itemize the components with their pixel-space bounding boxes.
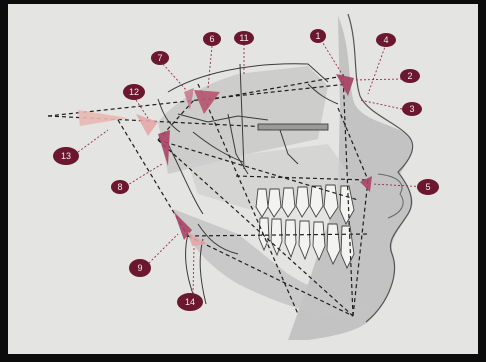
ruler-bar — [258, 124, 328, 130]
marker-14-label: 14 — [185, 297, 195, 307]
angle-highlight-13 — [78, 110, 128, 126]
marker-1: 1 — [310, 29, 326, 43]
marker-8: 8 — [111, 180, 129, 194]
angle-highlight-8 — [158, 130, 170, 166]
marker-13: 13 — [53, 147, 79, 165]
marker-5-label: 5 — [425, 182, 430, 192]
marker-6: 6 — [203, 32, 221, 46]
marker-9: 9 — [129, 259, 151, 277]
marker-13-label: 13 — [61, 151, 71, 161]
marker-9-label: 9 — [137, 263, 142, 273]
marker-3-label: 3 — [409, 104, 414, 114]
marker-11: 11 — [234, 31, 254, 45]
marker-12-label: 12 — [129, 87, 139, 97]
marker-11-label: 11 — [239, 33, 248, 43]
cephalometric-diagram: 1 2 3 4 5 6 7 — [8, 4, 478, 354]
marker-1-label: 1 — [315, 31, 320, 41]
marker-8-label: 8 — [117, 182, 122, 192]
marker-2: 2 — [400, 69, 420, 83]
marker-3: 3 — [402, 102, 422, 116]
marker-2-label: 2 — [407, 71, 412, 81]
diagram-sheet: 1 2 3 4 5 6 7 — [8, 4, 478, 354]
marker-7-label: 7 — [157, 53, 162, 63]
marker-7: 7 — [151, 51, 169, 65]
marker-14: 14 — [177, 293, 203, 311]
marker-4: 4 — [376, 33, 396, 47]
marker-6-label: 6 — [209, 34, 214, 44]
marker-4-label: 4 — [383, 35, 388, 45]
marker-12: 12 — [123, 84, 145, 100]
marker-5: 5 — [417, 179, 439, 195]
